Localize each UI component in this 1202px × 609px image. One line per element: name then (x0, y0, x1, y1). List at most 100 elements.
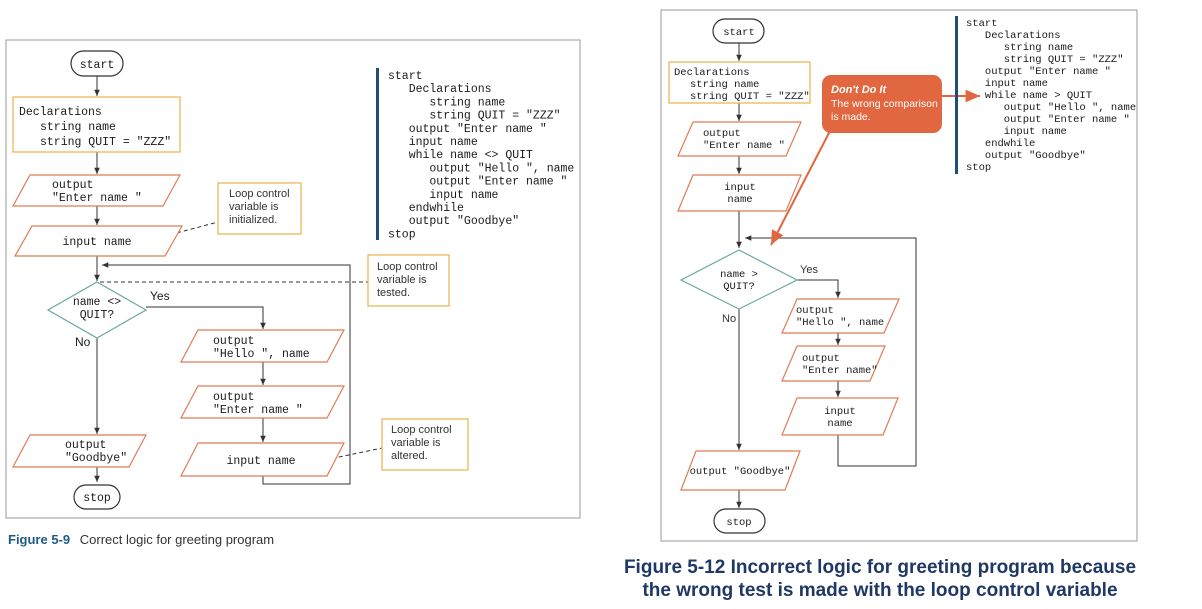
note-altered-line-3: altered. (391, 450, 428, 462)
figure-5-9-title: Correct logic for greeting program (79, 532, 275, 547)
left-stop-label: stop (83, 492, 111, 505)
left-pseudocode-line: Declarations (388, 83, 492, 96)
right-pseudocode-line: output "Hello ", name (966, 102, 1136, 114)
left-output-prompt (11, 174, 182, 207)
right-decl-line-2: string name (690, 79, 759, 91)
left-note-initialized: Loop control variable is initialized. (217, 182, 302, 235)
right-start-terminal (712, 18, 765, 44)
left-pseudocode-line: endwhile (388, 202, 464, 215)
note-tested-line-3: tested. (377, 287, 410, 299)
left-pseudocode-line: string QUIT = "ZZZ" (388, 110, 561, 123)
right-output-prompt-line-1: output (703, 128, 741, 140)
left-input-name-label: input name (62, 236, 131, 249)
left-decl-line-1: Declarations (19, 106, 102, 119)
note-tested-line-1: Loop control (377, 261, 438, 273)
left-output-goodbye-line-2: "Goodbye" (65, 452, 127, 465)
left-pseudocode-line: stop (388, 228, 416, 241)
left-stop-terminal (73, 484, 121, 510)
left-pseudocode: start Declarations string name string QU… (388, 70, 574, 241)
right-output-enter-line-2: "Enter name" (802, 365, 878, 377)
left-pseudocode-line: input name (388, 189, 499, 202)
right-pseudocode-line: string QUIT = "ZZZ" (966, 54, 1124, 66)
right-yes-label: Yes (800, 264, 818, 276)
left-declarations-box (12, 96, 181, 153)
left-decision (46, 281, 148, 339)
right-pseudocode-line: input name (966, 78, 1048, 90)
right-output-hello-line-2: "Hello ", name (796, 317, 884, 329)
figure-5-9-number: Figure 5-9 (8, 532, 71, 547)
right-output-hello (781, 298, 900, 334)
right-pseudocode-line: Declarations (966, 30, 1061, 42)
left-flow-lines (94, 76, 351, 485)
figure-5-12-caption-line-2: the wrong test is made with the loop con… (642, 580, 1118, 601)
right-pseudocode: start Declarations string name string QU… (966, 18, 1136, 174)
right-loop-input-line-2: name (827, 418, 852, 430)
note-initialized-line-2: variable is (229, 201, 279, 213)
right-input-name (677, 174, 802, 212)
right-pseudocode-line: endwhile (966, 138, 1035, 150)
callout-line-1: The wrong comparison (831, 98, 938, 110)
right-output-enter-line-1: output (802, 353, 840, 365)
left-output-enter-line-1: output (213, 391, 254, 404)
left-output-hello-line-2: "Hello ", name (213, 348, 310, 361)
right-pseudocode-line: input name (966, 126, 1067, 138)
left-pseudocode-line: start (388, 70, 423, 83)
left-output-prompt-line-2: "Enter name " (52, 192, 142, 205)
left-output-prompt-line-1: output (52, 179, 93, 192)
left-loop-input-label: input name (226, 455, 295, 468)
right-stop-label: stop (726, 517, 751, 529)
left-decision-line-2: QUIT? (80, 309, 115, 322)
left-output-enter (180, 385, 345, 419)
callout-title: Don't Do It (831, 84, 887, 96)
left-pseudocode-line: output "Enter name " (388, 176, 567, 189)
left-start-label: start (80, 59, 115, 72)
left-figure-frame (5, 39, 581, 519)
right-input-line-2: name (727, 194, 752, 206)
figure-5-12-caption-line-1: Figure 5-12 Incorrect logic for greeting… (623, 557, 1137, 578)
left-no-label: No (75, 335, 91, 349)
right-pseudocode-line: output "Goodbye" (966, 150, 1086, 162)
left-output-hello-line-1: output (213, 335, 254, 348)
right-output-hello-line-1: output (796, 305, 834, 317)
left-decision-line-1: name <> (73, 296, 121, 309)
right-decl-line-1: Declarations (674, 67, 750, 79)
right-pseudocode-line: output "Enter name " (966, 66, 1111, 78)
right-decl-line-3: string QUIT = "ZZZ" (690, 91, 810, 103)
left-loop-input (180, 442, 345, 477)
right-pseudocode-line: string name (966, 42, 1073, 54)
right-loop-input (781, 397, 899, 436)
right-pseudocode-line: stop (966, 162, 991, 174)
left-pseudocode-line: while name <> QUIT (388, 149, 533, 162)
right-output-prompt-line-2: "Enter name " (703, 140, 785, 152)
figure-5-12-caption: Figure 5-12 Incorrect logic for greeting… (560, 556, 1200, 602)
right-pseudocode-line: while name > QUIT (966, 90, 1092, 102)
left-input-name (13, 225, 184, 257)
right-output-enter (781, 345, 886, 382)
right-input-line-1: input (724, 182, 756, 194)
left-yes-label: Yes (150, 289, 170, 303)
left-output-goodbye-line-1: output (65, 439, 106, 452)
right-start-label: start (723, 27, 755, 39)
note-initialized-line-3: initialized. (229, 214, 277, 226)
left-decl-line-2: string name (40, 121, 116, 134)
right-pseudocode-line: output "Enter name " (966, 114, 1130, 126)
left-decl-line-3: string QUIT = "ZZZ" (40, 136, 171, 149)
left-start-terminal (70, 50, 124, 77)
figure-5-9-caption: Figure 5-9 Correct logic for greeting pr… (8, 532, 274, 547)
right-output-prompt (677, 121, 802, 157)
right-decision-line-1: name > (720, 269, 758, 281)
right-output-goodbye-label: output "Goodbye" (690, 466, 791, 478)
right-decision-line-2: QUIT? (723, 281, 755, 293)
left-code-bar (376, 68, 379, 240)
left-output-enter-line-2: "Enter name " (213, 404, 303, 417)
left-pseudocode-line: output "Enter name " (388, 123, 547, 136)
left-pseudocode-line: input name (388, 136, 478, 149)
note-altered-line-1: Loop control (391, 424, 452, 436)
left-pseudocode-line: output "Hello ", name (388, 162, 574, 175)
left-pseudocode-line: output "Goodbye" (388, 215, 519, 228)
right-stop-terminal (713, 508, 766, 534)
right-pseudocode-line: start (966, 18, 998, 30)
note-altered-line-2: variable is (391, 437, 441, 449)
dont-do-it-callout: Don't Do It The wrong comparison is made… (770, 75, 980, 246)
